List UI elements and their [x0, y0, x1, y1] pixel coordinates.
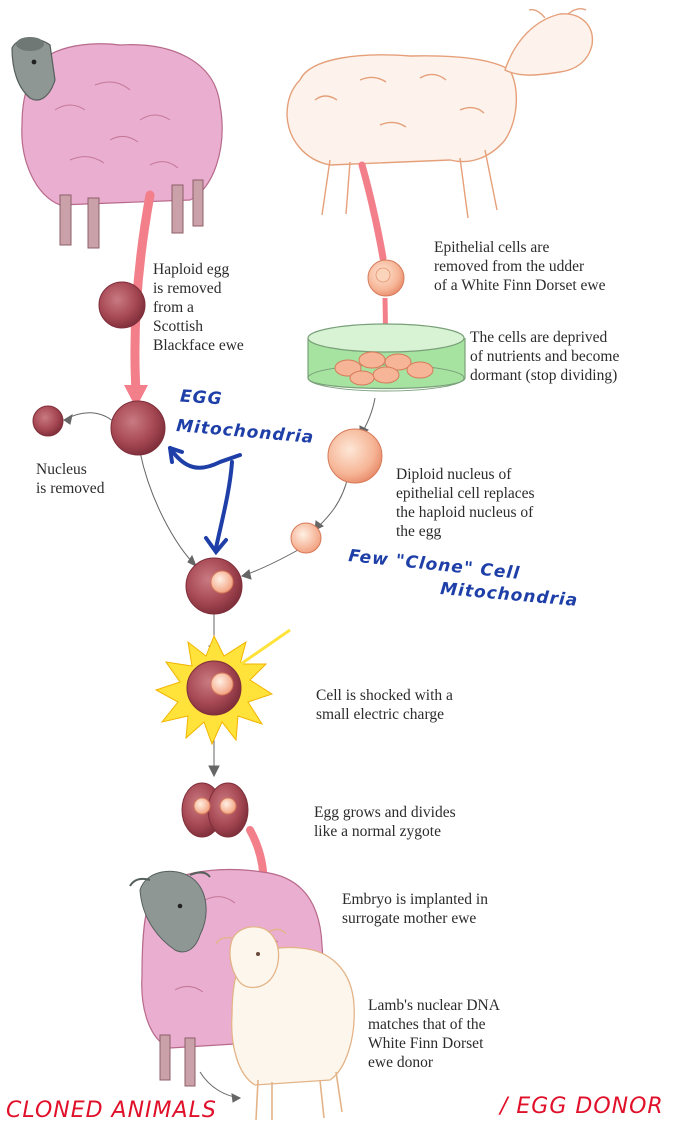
arrow-dorset-to-cells: [362, 165, 383, 258]
label-divides: Egg grows and divides like a normal zygo…: [314, 803, 456, 841]
removed-nucleus: [33, 406, 63, 436]
label-deprived: The cells are deprived of nutrients and …: [470, 328, 619, 385]
two-cell-zygote: [182, 783, 248, 837]
enucleated-egg: [111, 401, 165, 455]
white-finn-dorset-ewe-icon: [287, 9, 592, 218]
handwritten-egg-donor: / EGG DONOR: [500, 1094, 664, 1119]
electric-shock: [156, 630, 290, 744]
label-shocked: Cell is shocked with a small electric ch…: [316, 686, 453, 724]
diploid-cell: [328, 429, 382, 483]
handwritten-egg: EGG: [179, 387, 223, 410]
label-lamb-dna: Lamb's nuclear DNA matches that of the W…: [368, 996, 500, 1072]
petri-dish-icon: [308, 324, 465, 391]
handwritten-arrows: [170, 448, 240, 552]
haploid-egg: [99, 282, 145, 328]
handwritten-cloned-animals: CLONED ANIMALS: [6, 1098, 217, 1123]
label-implanted: Embryo is implanted in surrogate mother …: [342, 890, 488, 928]
scottish-blackface-ewe-icon: [12, 37, 222, 248]
label-epithelial: Epithelial cells are removed from the ud…: [434, 238, 605, 295]
label-diploid: Diploid nucleus of epithelial cell repla…: [396, 465, 535, 541]
label-haploid-egg: Haploid egg is removed from a Scottish B…: [153, 260, 244, 355]
diploid-nucleus: [291, 523, 321, 553]
lamb-icon: [216, 927, 354, 1120]
label-nucleus-removed: Nucleus is removed: [36, 460, 104, 498]
